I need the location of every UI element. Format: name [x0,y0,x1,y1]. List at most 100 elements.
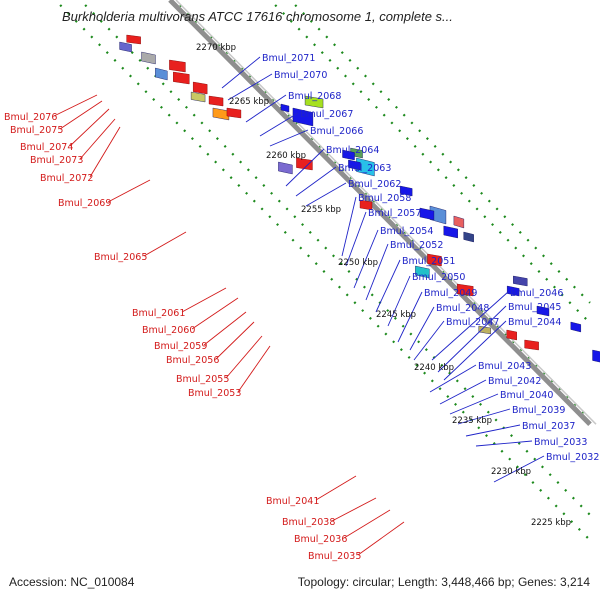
leader-line-right [465,424,521,437]
gene-label-right: Bmul_2062 [348,179,401,190]
leader-line-right [245,94,287,123]
kbp-label: 2270 kbp [196,43,236,53]
gene-label-right: Bmul_2033 [534,437,587,448]
gene-labels: Bmul_2076Bmul_2075Bmul_2074Bmul_2073Bmul… [4,53,599,562]
gene-feature-reverse [506,285,520,297]
leader-line-right [429,364,477,393]
gene-label-left: Bmul_2060 [142,325,195,336]
leader-line-left [181,287,227,313]
kbp-label: 2235 kbp [452,416,492,426]
kbp-label: 2255 kbp [301,205,341,215]
kbp-label: 2230 kbp [491,467,531,477]
leader-line-left [343,509,391,539]
leader-line-right [437,305,507,373]
gene-feature-reverse [399,185,413,197]
gene-label-right: Bmul_2052 [390,240,443,251]
leader-line-right [443,320,507,381]
gene-feature-reverse [141,51,156,65]
gene-feature-reverse [419,207,435,221]
leader-line-right [409,306,435,351]
gene-label-right: Bmul_2039 [512,405,565,416]
kbp-label: 2250 kbp [338,258,378,268]
leader-line-right [221,56,261,89]
kbp-label: 2245 kbp [376,310,416,320]
gene-feature-forward [126,34,141,45]
leader-line-right [345,211,367,267]
gene-label-right: Bmul_2068 [288,91,341,102]
leader-line-right [449,393,499,415]
leader-line-right [269,129,309,147]
kbp-label: 2260 kbp [266,151,306,161]
gene-feature-reverse [119,41,132,53]
gene-feature-reverse [570,321,582,333]
gene-label-left: Bmul_2061 [132,308,185,319]
backbone-main [168,0,592,426]
leader-line-left [79,118,116,160]
gene-feature-reverse [348,159,361,171]
kbp-label: 2240 kbp [414,363,454,373]
leader-line-right [353,229,379,289]
gene-label-right: Bmul_2064 [326,145,379,156]
leader-line-right [365,243,389,301]
gene-label-left: Bmul_2074 [20,142,73,153]
gene-label-right: Bmul_2047 [446,317,499,328]
gene-feature-reverse [155,67,168,81]
leader-line-right [375,259,401,313]
leader-line-left [191,297,239,330]
gene-label-right: Bmul_2067 [300,109,353,120]
gene-label-left: Bmul_2059 [154,341,207,352]
gene-feature-reverse [443,225,458,239]
leader-line-left [357,521,405,556]
leader-line-right [431,291,509,361]
gene-label-right: Bmul_2066 [310,126,363,137]
gene-feature-reverse [190,91,206,103]
gene-label-right: Bmul_2070 [274,70,327,81]
gene-feature-forward [173,71,190,85]
gene-feature-reverse [513,275,528,287]
gene-feature-reverse [478,325,491,335]
leader-line-right [413,320,445,361]
leader-line-right [227,73,273,101]
accession-label: Accession: NC_010084 [9,575,135,589]
gene-label-right: Bmul_2048 [436,303,489,314]
scale-ticks [53,0,591,541]
leader-line-right [305,182,347,207]
gene-feature-forward [427,253,442,267]
gene-feature-reverse [592,349,600,363]
gene-feature-forward [169,59,186,73]
scale-dotted-line [78,0,591,516]
leader-line-left [215,321,255,360]
gene-label-right: Bmul_2045 [508,302,561,313]
leader-line-right [341,196,357,257]
gene-feature-reverse [536,305,550,317]
chromosome-backbone [168,0,597,426]
gene-label-right: Bmul_2051 [402,256,455,267]
gene-label-right: Bmul_2032 [546,452,599,463]
gene-label-right: Bmul_2042 [488,376,541,387]
gene-label-right: Bmul_2054 [380,226,433,237]
leader-line-left [53,94,98,117]
label-leaders [53,56,545,556]
gene-label-left: Bmul_2041 [266,496,319,507]
leader-line-right [387,275,411,327]
gene-label-left: Bmul_2055 [176,374,229,385]
leader-line-right [259,112,299,137]
gene-label-left: Bmul_2035 [308,551,361,562]
backbone-edge [175,0,597,425]
gene-feature-forward [456,283,474,297]
leader-line-left [315,475,357,501]
gene-label-right: Bmul_2050 [412,272,465,283]
gene-feature-forward [359,199,373,211]
gene-label-left: Bmul_2053 [188,388,241,399]
leader-line-left [69,108,110,147]
leader-line-left [331,497,377,522]
leader-line-right [457,408,511,425]
gene-feature-forward [524,339,539,351]
gene-feature-reverse [342,149,355,161]
gene-feature-forward [226,107,242,119]
gene-label-left: Bmul_2072 [40,173,93,184]
gene-feature-reverse [463,231,474,243]
leader-line-left [107,179,151,203]
leader-line-left [143,231,187,257]
